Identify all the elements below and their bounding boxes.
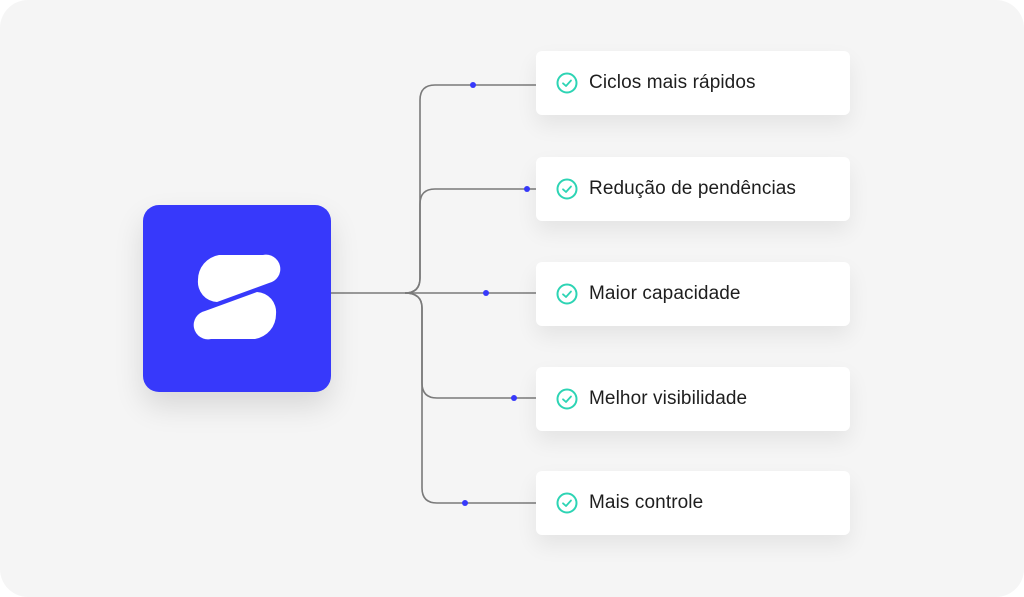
check-circle-icon	[556, 178, 578, 200]
brand-s-logo-icon	[193, 254, 281, 340]
benefit-card-reduced-pending: Redução de pendências	[536, 157, 850, 221]
benefit-card-better-visibility: Melhor visibilidade	[536, 367, 850, 431]
check-circle-icon	[556, 492, 578, 514]
check-circle-icon	[556, 283, 578, 305]
connector-dot	[470, 82, 476, 88]
check-circle-icon	[556, 388, 578, 410]
benefit-label: Ciclos mais rápidos	[589, 72, 756, 93]
check-circle-icon	[556, 72, 578, 94]
benefit-label: Maior capacidade	[589, 283, 741, 304]
connector-4	[404, 292, 536, 399]
benefit-label: Mais controle	[589, 492, 704, 513]
benefit-card-greater-capacity: Maior capacidade	[536, 262, 850, 326]
brand-logo-tile	[143, 205, 331, 392]
connector-dot	[524, 186, 530, 192]
connector-5	[404, 292, 536, 504]
connector-2	[404, 188, 536, 294]
connector-dot	[462, 500, 468, 506]
connector-dot	[511, 395, 517, 401]
benefit-card-more-control: Mais controle	[536, 471, 850, 535]
benefit-label: Redução de pendências	[589, 178, 797, 199]
connector-dot	[483, 290, 489, 296]
benefit-card-faster-cycles: Ciclos mais rápidos	[536, 51, 850, 115]
benefit-label: Melhor visibilidade	[589, 388, 748, 409]
